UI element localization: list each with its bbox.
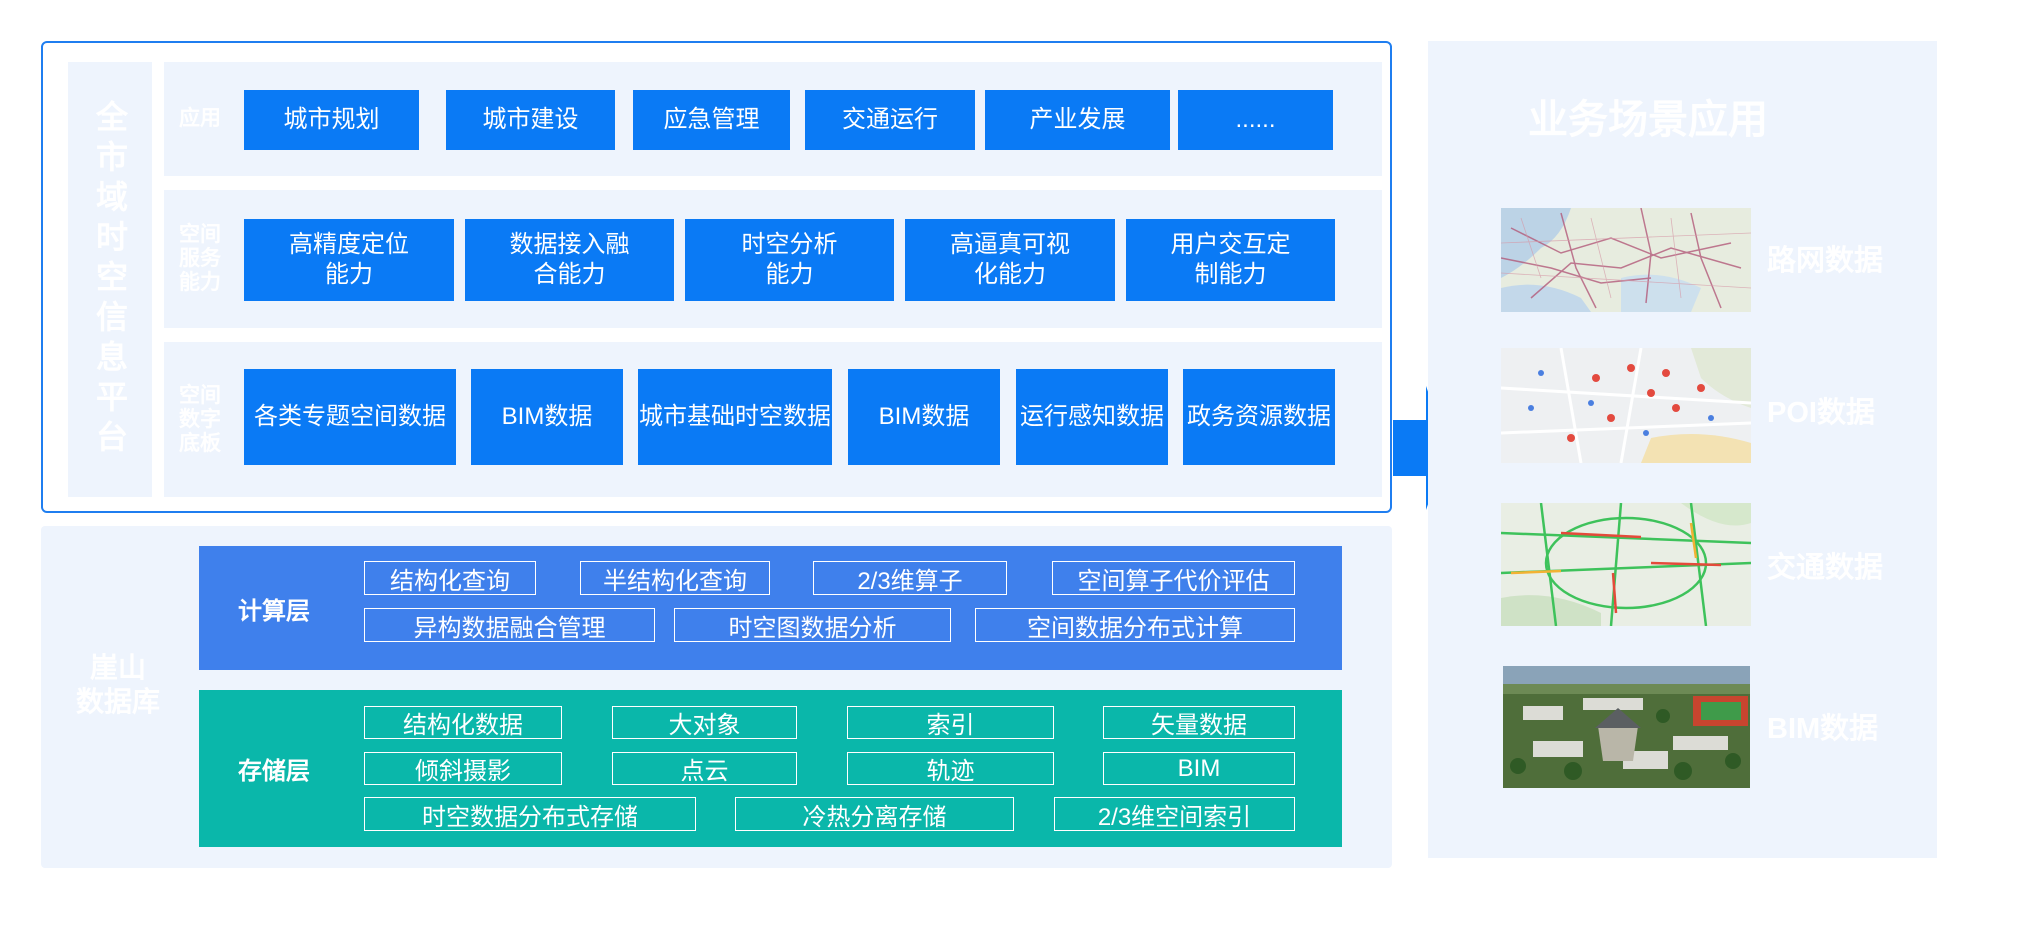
row-label-service-capability: 空间 服务 能力	[164, 190, 236, 328]
compute-structured-query[interactable]: 结构化查询	[364, 561, 536, 595]
traffic-map-icon	[1501, 503, 1751, 626]
app-traffic-operation[interactable]: 交通运行	[805, 90, 975, 150]
storage-structured-data[interactable]: 结构化数据	[364, 706, 562, 739]
scenario-label-poi: POI数据	[1767, 397, 1875, 429]
data-thematic-spatial[interactable]: 各类专题空间数据	[244, 369, 456, 465]
storage-vector-data[interactable]: 矢量数据	[1103, 706, 1295, 739]
storage-large-object[interactable]: 大对象	[612, 706, 797, 739]
compute-layer-label: 计算层	[238, 597, 310, 625]
capability-spatiotemporal-analysis[interactable]: 时空分析 能力	[685, 219, 894, 301]
app-emergency-management[interactable]: 应急管理	[633, 90, 790, 150]
compute-semi-structured-query[interactable]: 半结构化查询	[580, 561, 770, 595]
row-label-application: 应用	[179, 107, 221, 130]
storage-layer-label: 存储层	[238, 758, 310, 785]
compute-distributed-spatial[interactable]: 空间数据分布式计算	[975, 608, 1295, 642]
row-label-digital-base-text: 空间 数字 底板	[179, 383, 221, 455]
scenario-label-road-network: 路网数据	[1767, 245, 1884, 277]
storage-layer	[199, 690, 1342, 847]
compute-spatiotemporal-graph[interactable]: 时空图数据分析	[674, 608, 951, 642]
app-urban-construction[interactable]: 城市建设	[446, 90, 615, 150]
storage-hot-cold-separation[interactable]: 冷热分离存储	[735, 797, 1014, 831]
app-urban-planning[interactable]: 城市规划	[244, 90, 419, 150]
row-label-service-capability-text: 空间 服务 能力	[179, 223, 221, 294]
data-urban-basic-spatiotemporal[interactable]: 城市基础时空数据	[638, 369, 832, 465]
storage-distributed-spatiotemporal[interactable]: 时空数据分布式存储	[364, 797, 696, 831]
data-bim-1[interactable]: BIM数据	[471, 369, 623, 465]
capability-user-interaction[interactable]: 用户交互定 制能力	[1126, 219, 1335, 301]
database-label: 崖山 数据库	[75, 652, 160, 717]
platform-side-panel: 全市域时空信息平台	[68, 62, 152, 497]
data-government-resources[interactable]: 政务资源数据	[1183, 369, 1335, 465]
bim-model-icon	[1503, 666, 1750, 788]
storage-bim[interactable]: BIM	[1103, 752, 1295, 785]
data-operation-sensing[interactable]: 运行感知数据	[1016, 369, 1168, 465]
scenario-title: 业务场景应用	[1528, 98, 1768, 142]
poi-map-icon	[1501, 348, 1751, 463]
capability-realistic-visualization[interactable]: 高逼真可视 化能力	[905, 219, 1115, 301]
storage-2d3d-spatial-index[interactable]: 2/3维空间索引	[1054, 797, 1295, 831]
storage-trajectory[interactable]: 轨迹	[847, 752, 1054, 785]
capability-data-access-fusion[interactable]: 数据接入融 合能力	[465, 219, 674, 301]
scenario-label-bim: BIM数据	[1767, 713, 1879, 745]
app-industry-development[interactable]: 产业发展	[985, 90, 1170, 150]
app-more[interactable]: ......	[1178, 90, 1333, 150]
platform-title: 全市域时空信息平台	[92, 99, 128, 460]
capability-high-precision-positioning[interactable]: 高精度定位 能力	[244, 219, 454, 301]
row-label-digital-base: 空间 数字 底板	[164, 342, 236, 497]
storage-index[interactable]: 索引	[847, 706, 1054, 739]
data-bim-2[interactable]: BIM数据	[848, 369, 1000, 465]
road-network-map-icon	[1501, 208, 1751, 312]
compute-heterogeneous-fusion[interactable]: 异构数据融合管理	[364, 608, 655, 642]
compute-operator-cost-evaluation[interactable]: 空间算子代价评估	[1052, 561, 1295, 595]
storage-point-cloud[interactable]: 点云	[612, 752, 797, 785]
compute-2d3d-operator[interactable]: 2/3维算子	[813, 561, 1007, 595]
storage-oblique-photography[interactable]: 倾斜摄影	[364, 752, 562, 785]
scenario-label-traffic: 交通数据	[1767, 552, 1884, 584]
